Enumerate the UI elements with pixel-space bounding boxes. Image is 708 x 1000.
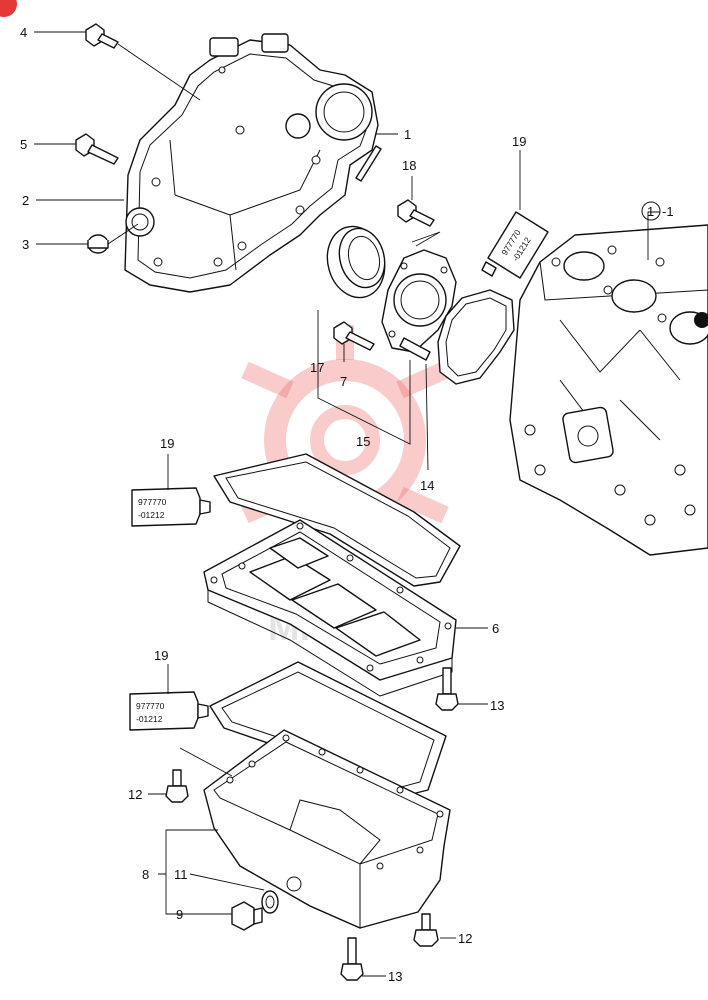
tube-label-lower-1: 977770 [136,701,165,711]
bolt-18 [397,199,435,227]
callout-3: 3 [22,237,29,252]
callout-5: 5 [20,137,27,152]
callout-12-right: 12 [458,931,472,946]
bolt-7 [333,321,375,351]
oil-pan-spacer-6 [203,519,457,697]
callout-19-middle: 19 [160,436,174,451]
circled-ref-ring [641,201,661,221]
leader-lines [34,31,660,977]
tube-label-lower-2: -01212 [136,714,163,724]
callout-2: 2 [22,193,29,208]
callout-11: 11 [174,867,188,882]
callout-6: 6 [492,621,499,636]
dowel-pin-1 [355,145,382,182]
callout-19-top: 19 [512,134,526,149]
page-edge-dot [694,312,708,328]
callout-14: 14 [420,478,434,493]
cylinder-block [509,224,708,556]
seal-case-15 [381,249,457,361]
circled-ref-suffix: -1 [662,204,674,219]
flywheel-housing [124,33,379,293]
bolt-5 [75,133,119,165]
callout-15: 15 [356,434,370,449]
callout-12-left: 12 [128,787,142,802]
callout-8: 8 [142,867,149,882]
upper-gasket [213,453,461,587]
callout-19-lower: 19 [154,648,168,663]
bolt-13-lower [340,937,364,981]
callout-9: 9 [176,907,183,922]
callout-4: 4 [20,25,27,40]
oil-seal-17 [326,225,386,299]
sealant-tube-middle: 977770 -01212 [131,487,211,527]
gasket-14 [437,289,515,385]
circled-ref: 1 [647,204,654,219]
sealant-tube-top: 977770 -01212 [481,211,549,279]
bolt-13-upper [435,667,459,711]
bolt-12-left [165,769,189,803]
callout-labels: 4 5 2 3 1 18 19 1 -1 17 7 15 14 19 6 19 … [20,25,674,984]
callout-17: 17 [310,360,324,375]
oil-pan-8 [203,729,451,929]
tube-label-middle-2: -01212 [138,510,165,520]
plug-3 [87,234,109,254]
corner-badge [0,0,17,17]
drain-plug-9 [231,901,263,931]
callout-7: 7 [340,374,347,389]
bolt-12-right [413,913,439,947]
bolt-4 [85,23,119,49]
callout-18: 18 [402,158,416,173]
washer-11 [261,890,279,914]
tube-label-middle-1: 977770 [138,497,167,507]
callout-13-upper: 13 [490,698,504,713]
callout-13-lower: 13 [388,969,402,984]
sealant-tube-lower: 977770 -01212 [129,691,209,731]
callout-1: 1 [404,127,411,142]
